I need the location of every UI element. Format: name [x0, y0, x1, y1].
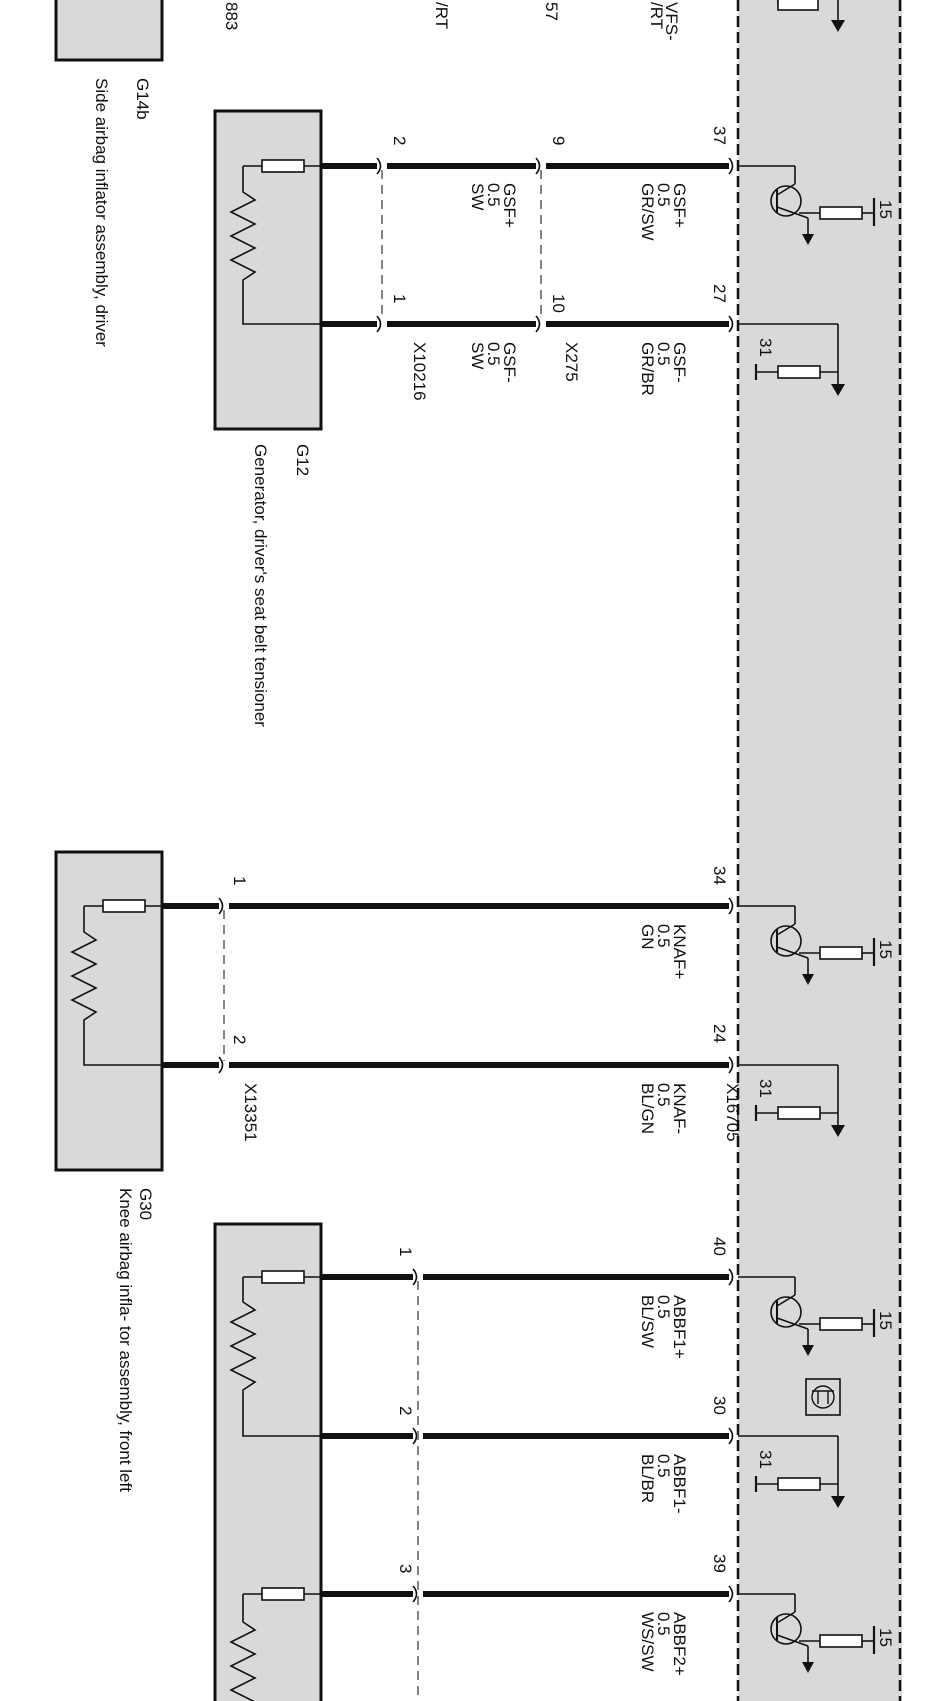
- gsf-plus-x275-pin: 9: [549, 136, 568, 145]
- knaf-minus-name: KNAF-: [670, 1083, 689, 1134]
- gsf-minus-module-pin: 27: [710, 284, 729, 303]
- g14b-desc: Side airbag inflator assembly, driver: [92, 78, 111, 347]
- wire-gsf-plus: [321, 157, 734, 175]
- knaf-minus-module-pin: 24: [710, 1024, 729, 1043]
- abbf1-plus-comp-pin: 1: [396, 1247, 415, 1256]
- abbf2-heater-coil: [229, 1594, 257, 1701]
- abbf1-resistor: [261, 1270, 305, 1284]
- partial-label-4: VFS-: [662, 2, 681, 41]
- gsf-plus-gauge: 0.5: [654, 183, 673, 207]
- g30-heater-coil: [70, 906, 162, 1066]
- high-side-transistor-icon: 15: [738, 905, 895, 985]
- low-side-ground-icon: 31: [738, 1064, 845, 1137]
- knaf-minus-comp-pin: 2: [230, 1035, 249, 1044]
- control-module-body: [738, 0, 902, 1701]
- x16705-label: X16705: [723, 1083, 742, 1142]
- abbf1-minus-module-pin: 30: [710, 1396, 729, 1415]
- abbf1-minus-comp-pin: 2: [396, 1406, 415, 1415]
- g14b-id: G14b: [133, 78, 152, 120]
- gsf-minus-mid-gauge: 0.5: [484, 342, 503, 366]
- abbf-component-box: [213, 1222, 323, 1701]
- x275-label: X275: [562, 342, 581, 382]
- gsf-plus-module-pin: 37: [710, 126, 729, 145]
- knaf-plus-color: GN: [638, 924, 657, 950]
- transistor-symbol-icon: [805, 1378, 841, 1416]
- supply-15-label: 15: [876, 1628, 895, 1647]
- ground-31-label: 31: [756, 1079, 775, 1098]
- abbf2-plus-color: WS/SW: [638, 1612, 657, 1672]
- gsf-plus-comp-pin: 2: [390, 136, 409, 145]
- high-side-transistor-icon: 15: [738, 165, 895, 245]
- abbf1-minus-gauge: 0.5: [654, 1454, 673, 1478]
- wire-knaf-minus: [162, 1056, 734, 1074]
- g30-desc: Knee airbag infla- tor assembly, front l…: [116, 1188, 135, 1492]
- knaf-plus-comp-pin: 1: [230, 876, 249, 885]
- abbf2-plus-comp-pin: 3: [396, 1564, 415, 1573]
- gsf-minus-color: GR/BR: [638, 342, 657, 396]
- abbf1-plus-module-pin: 40: [710, 1237, 729, 1256]
- supply-15-label: 15: [876, 1311, 895, 1330]
- gsf-minus-x275-pin: 10: [549, 294, 568, 313]
- wire-abbf2-plus: [321, 1585, 734, 1603]
- knaf-minus-gauge: 0.5: [654, 1083, 673, 1107]
- wire-abbf1-plus: [321, 1268, 734, 1286]
- g30-id: G30: [136, 1188, 155, 1220]
- high-side-transistor-icon: 15: [738, 1276, 895, 1356]
- g14b-component-box: [54, 0, 164, 62]
- ground-31-label: 31: [756, 338, 775, 357]
- knaf-plus-module-pin: 34: [710, 866, 729, 885]
- wire-abbf1-minus: [321, 1427, 734, 1445]
- g12-desc: Generator, driver's seat belt tensioner: [251, 444, 270, 727]
- ground-31-label: 31: [756, 1450, 775, 1469]
- x10216-label: X10216: [410, 342, 429, 401]
- abbf1-heater-coil: [229, 1277, 321, 1437]
- abbf2-plus-name: ABBF2+: [670, 1612, 689, 1676]
- low-side-ground-icon: 31: [738, 323, 845, 396]
- partial-label-2: /RT: [432, 2, 451, 29]
- g30-resistor: [102, 899, 146, 913]
- x13351-label: X13351: [241, 1083, 260, 1142]
- gsf-plus-mid-gauge: 0.5: [484, 183, 503, 207]
- knaf-plus-name: KNAF+: [670, 924, 689, 979]
- gsf-minus-name: GSF-: [670, 342, 689, 383]
- abbf1-plus-name: ABBF1+: [670, 1295, 689, 1359]
- abbf1-minus-color: BL/BR: [638, 1454, 657, 1503]
- knaf-minus-color: BL/GN: [638, 1083, 657, 1134]
- partial-label-1: 883: [222, 2, 241, 30]
- gsf-minus-comp-pin: 1: [390, 294, 409, 303]
- partial-label-5: /RT: [647, 2, 666, 29]
- high-side-transistor-icon: 15: [738, 1593, 895, 1673]
- g12-id: G12: [293, 444, 312, 476]
- gsf-minus-gauge: 0.5: [654, 342, 673, 366]
- gsf-minus-mid-name: GSF-: [500, 342, 519, 383]
- gsf-plus-color: GR/SW: [638, 183, 657, 241]
- supply-15-label: 15: [876, 200, 895, 219]
- abbf1-plus-gauge: 0.5: [654, 1295, 673, 1319]
- wire-knaf-plus: [162, 897, 734, 915]
- gsf-plus-mid-color: SW: [468, 183, 487, 210]
- wire-gsf-minus: [321, 315, 734, 333]
- g12-resistor: [261, 159, 305, 173]
- supply-15-label: 15: [876, 940, 895, 959]
- abbf1-plus-color: BL/SW: [638, 1295, 657, 1348]
- abbf2-resistor: [261, 1587, 305, 1601]
- knaf-plus-gauge: 0.5: [654, 924, 673, 948]
- g12-component-box: [213, 109, 323, 431]
- gsf-plus-mid-name: GSF+: [500, 183, 519, 228]
- g12-heater-coil: [229, 166, 321, 325]
- partial-label-3: 57: [542, 2, 561, 21]
- gsf-minus-mid-color: SW: [468, 342, 487, 369]
- gsf-plus-name: GSF+: [670, 183, 689, 228]
- abbf2-plus-gauge: 0.5: [654, 1612, 673, 1636]
- abbf1-minus-name: ABBF1-: [670, 1454, 689, 1514]
- abbf2-plus-module-pin: 39: [710, 1554, 729, 1573]
- low-side-ground-icon: 31: [738, 1435, 845, 1508]
